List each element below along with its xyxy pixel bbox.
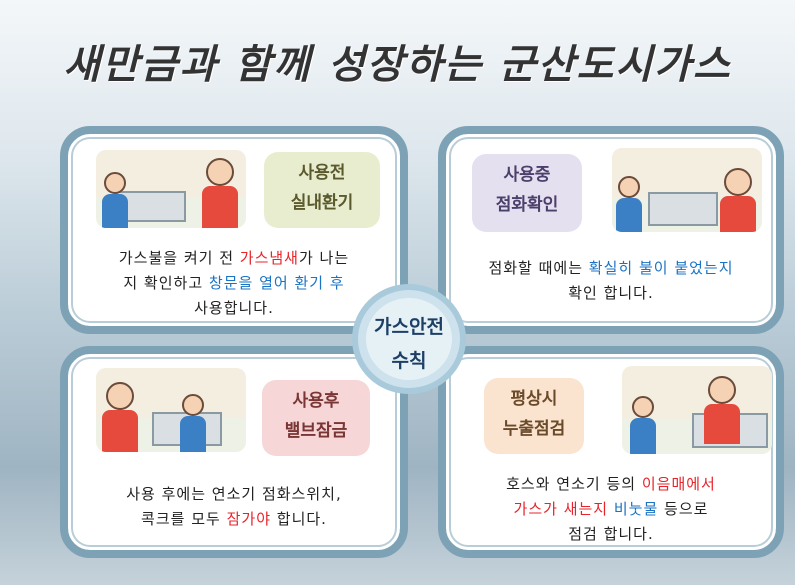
- label-line-1: 사용중: [503, 165, 551, 185]
- description-line: 사용합니다.: [68, 296, 400, 321]
- text-segment: 확인 합니다.: [568, 284, 654, 302]
- highlight-text: 창문을 열어 환기 후: [208, 274, 345, 292]
- text-segment: 가 나는: [298, 249, 350, 267]
- highlight-text: 이음매에서: [641, 475, 716, 493]
- text-segment: 점검 합니다.: [568, 525, 654, 543]
- text-segment: 사용합니다.: [194, 299, 274, 317]
- description-line: 확인 합니다.: [446, 281, 776, 306]
- description-line: 사용 후에는 연소기 점화스위치,: [68, 482, 400, 507]
- highlight-text: 비눗물: [613, 500, 659, 518]
- text-segment: 점화할 때에는: [488, 259, 589, 277]
- text-segment: 지 확인하고: [123, 274, 209, 292]
- description-line: 점화할 때에는 확실히 불이 붙었는지: [446, 256, 776, 281]
- description-line: 가스가 새는지 비눗물 등으로: [446, 497, 776, 522]
- highlight-text: 잠가야: [226, 510, 271, 528]
- description: 사용 후에는 연소기 점화스위치, 콕크를 모두 잠가야 합니다.: [68, 482, 400, 532]
- label-line-2: 실내환기: [290, 193, 354, 213]
- description-line: 지 확인하고 창문을 열어 환기 후: [68, 271, 400, 296]
- label-line-1: 평상시: [510, 389, 558, 409]
- text-segment: 합니다.: [271, 510, 327, 528]
- illustration-ignition: [612, 148, 762, 232]
- text-segment: 등으로: [658, 500, 709, 518]
- center-line-2: 수칙: [391, 350, 427, 372]
- illustration-leak-check: [622, 366, 772, 454]
- page-title: 새만금과 함께 성장하는 군산도시가스: [63, 42, 732, 88]
- label-line-2: 점화확인: [495, 195, 559, 215]
- label-line-2: 밸브잠금: [284, 421, 348, 441]
- text-segment: 콕크를 모두: [141, 510, 227, 528]
- label-line-2: 누출점검: [502, 419, 566, 439]
- text-segment: 호스와 연소기 등의: [506, 475, 642, 493]
- label-line-1: 사용후: [292, 391, 340, 411]
- description-line: 콕크를 모두 잠가야 합니다.: [68, 507, 400, 532]
- description-line: 가스불을 켜기 전 가스냄새가 나는: [68, 246, 400, 271]
- illustration-valve: [96, 368, 246, 452]
- illustration-ventilation: [96, 150, 246, 228]
- text-segment: 사용 후에는 연소기 점화스위치,: [126, 485, 342, 503]
- center-line-1: 가스안전: [374, 316, 444, 338]
- text-segment: 가스불을 켜기 전: [118, 249, 240, 267]
- description-line: 호스와 연소기 등의 이음매에서: [446, 472, 776, 497]
- highlight-text: 가스가 새는지: [513, 500, 614, 518]
- highlight-text: 확실히 불이 붙었는지: [588, 259, 734, 277]
- highlight-text: 가스냄새: [239, 249, 299, 267]
- description-line: 점검 합니다.: [446, 522, 776, 547]
- label-line-1: 사용전: [298, 163, 346, 183]
